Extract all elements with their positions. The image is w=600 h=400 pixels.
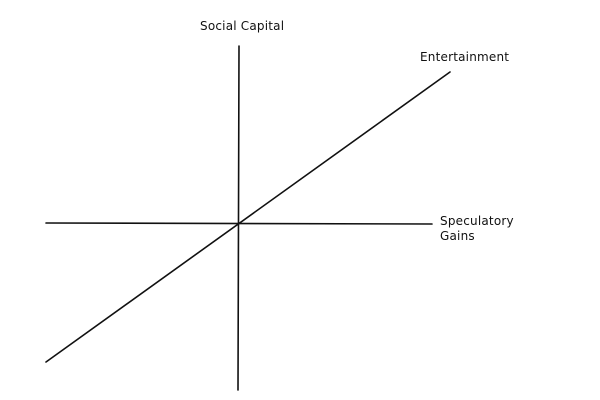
y-axis-label: Social Capital — [200, 19, 285, 33]
x-axis-label-line2: Gains — [440, 229, 475, 243]
x-axis-label-line1: Speculatory — [440, 214, 514, 228]
y-axis — [237, 45, 240, 391]
diagonal-label: Entertainment — [420, 50, 510, 64]
x-axis-label: Speculatory Gains — [440, 214, 514, 244]
entertainment-diagonal-line — [45, 71, 451, 363]
